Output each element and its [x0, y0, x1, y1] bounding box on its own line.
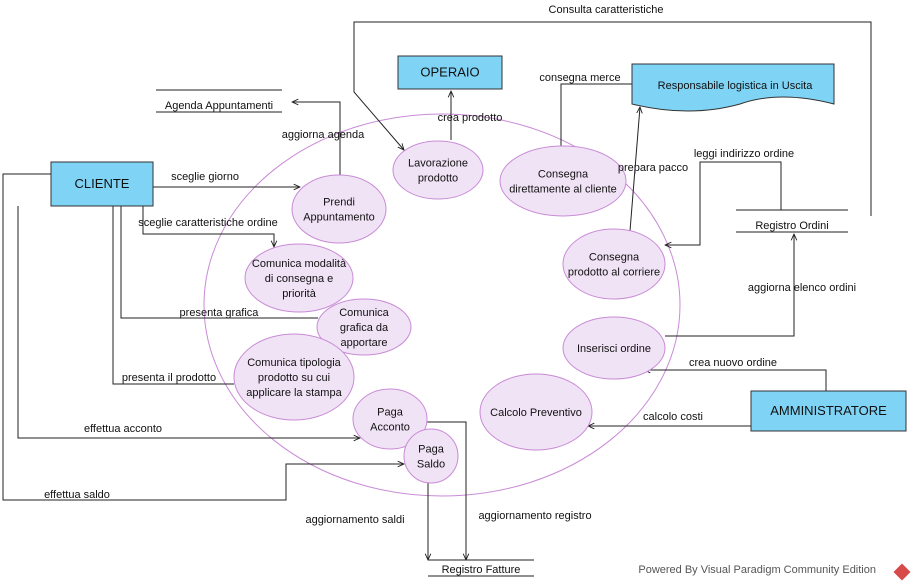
process-consegna-cliente-label-0: Consegna: [538, 169, 589, 181]
flow-sceglie-caratteristiche: [142, 206, 274, 247]
label-sceglie-giorno: sceglie giorno: [171, 171, 239, 183]
store-registro-ordini-label: Registro Ordini: [755, 220, 828, 232]
entity-amministratore-box: [750, 390, 907, 432]
process-calcolo-preventivo-label-0: Calcolo Preventivo: [490, 407, 582, 419]
process-consegna-cliente-label-1: direttamente al cliente: [509, 184, 617, 196]
entity-cliente-box: [50, 161, 154, 207]
flow-crea-nuovo-ordine: [644, 370, 827, 391]
process-comunica-tipologia-label-0: Comunica tipologia: [247, 357, 341, 369]
flow-consegna-merce: [561, 83, 632, 154]
flow-aggiornamento-registro: [427, 421, 466, 560]
process-comunica-tipologia: [233, 333, 355, 421]
process-comunica-tipologia-label-2: applicare la stampa: [246, 387, 342, 399]
process-lavorazione-label-0: Lavorazione: [408, 158, 468, 170]
process-comunica-modalita-label-0: Comunica modalità: [252, 258, 347, 270]
process-comunica-modalita-label-2: priorità: [282, 288, 317, 300]
label-presenta-grafica: presenta grafica: [180, 307, 260, 319]
label-aggiorna-elenco: aggiorna elenco ordini: [748, 282, 856, 294]
label-aggiornamento-saldi: aggiornamento saldi: [305, 514, 404, 526]
process-lavorazione: [392, 140, 484, 200]
process-comunica-grafica: [316, 298, 412, 356]
label-consegna-merce: consegna merce: [539, 72, 620, 84]
store-registro-fatture-label: Registro Fatture: [442, 564, 521, 576]
label-presenta-prodotto: presenta il prodotto: [122, 372, 216, 384]
process-comunica-grafica-label-1: grafica da: [340, 322, 389, 334]
flow-presenta-grafica: [120, 206, 318, 319]
entity-responsabile-box: [631, 63, 835, 112]
process-consegna-corriere-label-1: prodotto al corriere: [568, 267, 660, 279]
label-prepara-pacco: prepara pacco: [618, 162, 688, 174]
label-crea-prodotto: crea prodotto: [438, 112, 503, 124]
process-paga-acconto: [352, 388, 428, 450]
label-consulta-caratteristiche: Consulta caratteristiche: [549, 4, 664, 16]
process-paga-saldo-label-0: Paga: [418, 444, 445, 456]
process-paga-saldo-label-1: Saldo: [417, 459, 445, 471]
flow-leggi-indirizzo: [665, 161, 782, 245]
label-aggiorna-agenda: aggiorna agenda: [282, 129, 365, 141]
label-effettua-saldo: effettua saldo: [44, 489, 110, 501]
entity-operaio-label: OPERAIO: [420, 65, 479, 80]
entity-operaio-box: [397, 55, 503, 90]
process-comunica-grafica-label-2: apportare: [340, 337, 387, 349]
flow-prepara-pacco: [629, 107, 640, 232]
label-aggiornamento-registro: aggiornamento registro: [478, 510, 591, 522]
entity-amministratore-label: AMMINISTRATORE: [770, 403, 887, 418]
process-prendi-appuntamento-label-0: Prendi: [323, 197, 355, 209]
process-consegna-cliente: [499, 145, 627, 217]
process-inserisci-ordine: [562, 316, 666, 380]
label-calcolo-costi: calcolo costi: [643, 411, 703, 423]
process-paga-acconto-label-1: Acconto: [370, 422, 410, 434]
system-boundary: [203, 113, 681, 497]
flow-effettua-acconto: [17, 206, 360, 438]
process-prendi-appuntamento: [291, 174, 387, 244]
process-prendi-appuntamento-label-1: Appuntamento: [303, 212, 375, 224]
process-comunica-grafica-label-0: Comunica: [339, 307, 389, 319]
flow-aggiorna-agenda: [292, 102, 341, 175]
process-paga-acconto-label-0: Paga: [377, 407, 404, 419]
process-inserisci-ordine-label-0: Inserisci ordine: [577, 343, 651, 355]
label-effettua-acconto: effettua acconto: [84, 423, 162, 435]
label-crea-nuovo-ordine: crea nuovo ordine: [689, 357, 777, 369]
label-leggi-indirizzo: leggi indirizzo ordine: [694, 148, 794, 160]
process-paga-saldo: [403, 428, 459, 484]
flow-effettua-saldo: [2, 173, 404, 501]
flow-presenta-prodotto: [112, 206, 234, 385]
process-calcolo-preventivo: [479, 373, 593, 451]
watermark-text: Powered By Visual Paradigm Community Edi…: [638, 564, 876, 576]
flow-consulta-caratteristiche: [353, 21, 872, 216]
process-lavorazione-label-1: prodotto: [418, 173, 458, 185]
process-consegna-corriere: [562, 228, 666, 300]
label-sceglie-caratteristiche: sceglie caratteristiche ordine: [138, 217, 277, 229]
entity-responsabile-label: Responsabile logistica in Uscita: [658, 80, 814, 92]
flow-aggiorna-elenco: [665, 234, 794, 337]
store-agenda-label: Agenda Appuntamenti: [165, 100, 273, 112]
entity-cliente-label: CLIENTE: [75, 176, 130, 191]
process-consegna-corriere-label-0: Consegna: [589, 252, 640, 264]
process-comunica-modalita: [244, 243, 354, 313]
process-comunica-tipologia-label-1: prodotto su cui: [258, 372, 330, 384]
process-comunica-modalita-label-1: di consegna e: [265, 273, 334, 285]
